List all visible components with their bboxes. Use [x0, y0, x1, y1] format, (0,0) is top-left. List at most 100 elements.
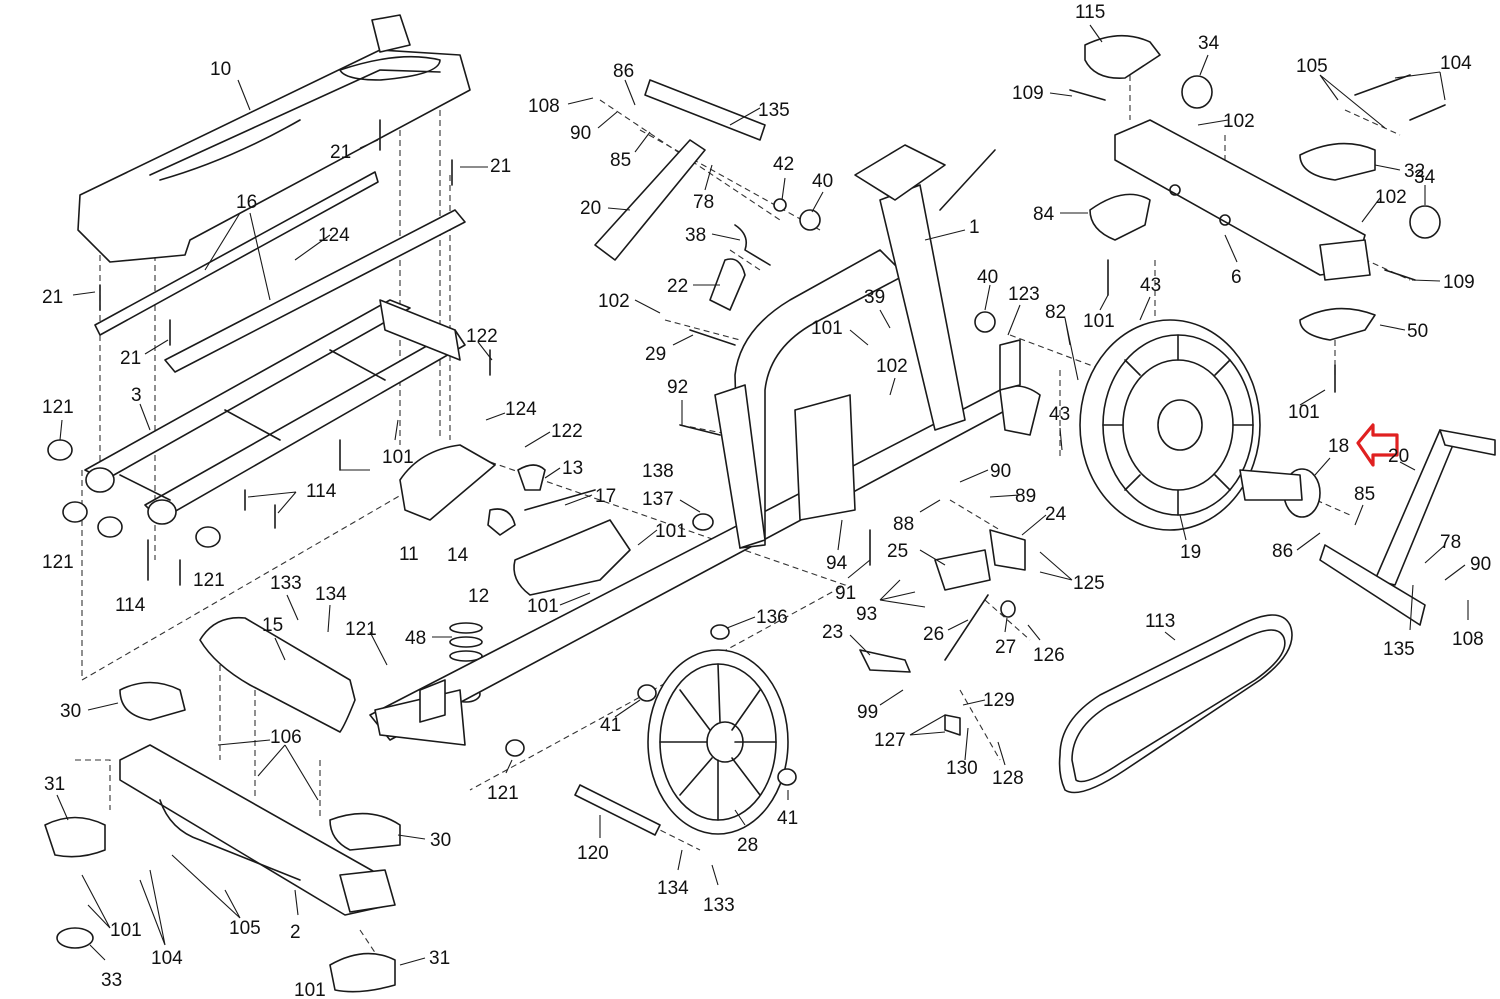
part-label: 33 [101, 970, 122, 991]
part-label: 126 [1033, 645, 1065, 666]
bushings-121 [47, 439, 221, 548]
part-label: 42 [773, 154, 794, 175]
bracket-parts-24-25 [934, 529, 1026, 591]
part-label: 102 [876, 356, 908, 377]
part-label: 121 [42, 552, 74, 573]
part-label: 125 [1073, 573, 1105, 594]
frame-part-3 [84, 299, 466, 525]
part-label: 105 [1296, 56, 1328, 77]
part-label: 2 [290, 922, 301, 943]
part-label: 134 [657, 878, 689, 899]
part-label: 101 [382, 447, 414, 468]
part-label: 21 [330, 142, 351, 163]
part-label: 28 [737, 835, 758, 856]
part-label: 13 [562, 458, 583, 479]
part-label: 136 [756, 607, 788, 628]
end-caps-30-31-33 [44, 681, 401, 993]
part-label: 102 [1375, 187, 1407, 208]
part-label: 122 [466, 326, 498, 347]
part-label: 114 [306, 481, 337, 502]
part-label: 101 [527, 596, 559, 617]
part-label: 41 [600, 715, 621, 736]
part-label: 12 [468, 586, 489, 607]
part-label: 101 [1288, 402, 1320, 423]
leader-lines [56, 24, 1469, 966]
part-label: 133 [270, 573, 302, 594]
part-label: 92 [667, 377, 688, 398]
part-label: 90 [570, 123, 591, 144]
part-label: 86 [613, 61, 634, 82]
part-label: 121 [193, 570, 225, 591]
part-label: 31 [44, 774, 65, 795]
part-label: 29 [645, 344, 666, 365]
part-label: 6 [1231, 267, 1242, 288]
part-label: 104 [151, 948, 183, 969]
part-label: 1 [969, 217, 980, 238]
part-label: 43 [1049, 404, 1070, 425]
part-label: 25 [887, 541, 908, 562]
bolts-21-114 [99, 119, 491, 586]
part-label: 124 [318, 225, 350, 246]
part-label: 94 [826, 553, 848, 574]
stabilizer-part-2 [119, 744, 396, 916]
part-label: 133 [703, 895, 735, 916]
axle-part-18 [1239, 468, 1321, 518]
part-label: 39 [864, 287, 885, 308]
part-label: 113 [1145, 611, 1175, 632]
part-label: 32 [1404, 161, 1425, 182]
part-label: 43 [1140, 275, 1161, 296]
part-label: 38 [685, 225, 706, 246]
part-label: 135 [758, 100, 790, 121]
part-label: 121 [487, 783, 519, 804]
belt-part-113 [1058, 614, 1293, 794]
part-label: 78 [1440, 532, 1461, 553]
covers-115-32-84-50 [1084, 34, 1441, 341]
part-label: 115 [1075, 2, 1105, 23]
part-label: 102 [598, 291, 630, 312]
part-label: 21 [120, 348, 141, 369]
part-label: 15 [262, 615, 283, 636]
part-label: 30 [60, 701, 81, 722]
part-label: 90 [990, 461, 1011, 482]
part-label: 40 [812, 171, 833, 192]
upper-frame-part-6 [1114, 119, 1371, 281]
part-label: 134 [315, 584, 347, 605]
wheel-part-28 [505, 649, 797, 836]
part-label: 108 [528, 96, 560, 117]
part-label: 91 [835, 583, 856, 604]
part-label: 109 [1012, 83, 1044, 104]
part-label: 128 [992, 768, 1024, 789]
part-label: 120 [577, 843, 609, 864]
part-label: 101 [110, 920, 142, 941]
part-label: 30 [430, 830, 451, 851]
red-outline-arrow-icon [1356, 423, 1399, 467]
brake-parts-23-26 [859, 529, 1016, 736]
crank-arm-20-right [1319, 429, 1496, 626]
part-label: 124 [505, 399, 537, 420]
part-label: 88 [893, 514, 914, 535]
part-label: 10 [210, 59, 231, 80]
main-frame-part-1 [369, 144, 1041, 746]
part-label: 138 [642, 461, 674, 482]
part-label: 122 [551, 421, 583, 442]
handle-part-15 [199, 616, 356, 733]
part-label: 105 [229, 918, 261, 939]
part-label: 40 [977, 267, 998, 288]
part-label: 17 [595, 486, 616, 507]
part-label: 20 [580, 198, 601, 219]
part-label: 90 [1470, 554, 1491, 575]
bracket-assembly-11-12-13-14 [399, 444, 631, 596]
part-label: 21 [490, 156, 511, 177]
part-label: 101 [1083, 311, 1115, 332]
part-label: 121 [42, 397, 74, 418]
part-label: 109 [1443, 272, 1475, 293]
part-label: 114 [115, 595, 146, 616]
part-label: 135 [1383, 639, 1415, 660]
part-label: 21 [42, 287, 63, 308]
part-label: 24 [1045, 504, 1067, 525]
part-label: 127 [874, 730, 906, 751]
part-label: 101 [294, 980, 326, 999]
part-label: 101 [811, 318, 843, 339]
part-label: 137 [642, 489, 674, 510]
part-label: 50 [1407, 321, 1428, 342]
